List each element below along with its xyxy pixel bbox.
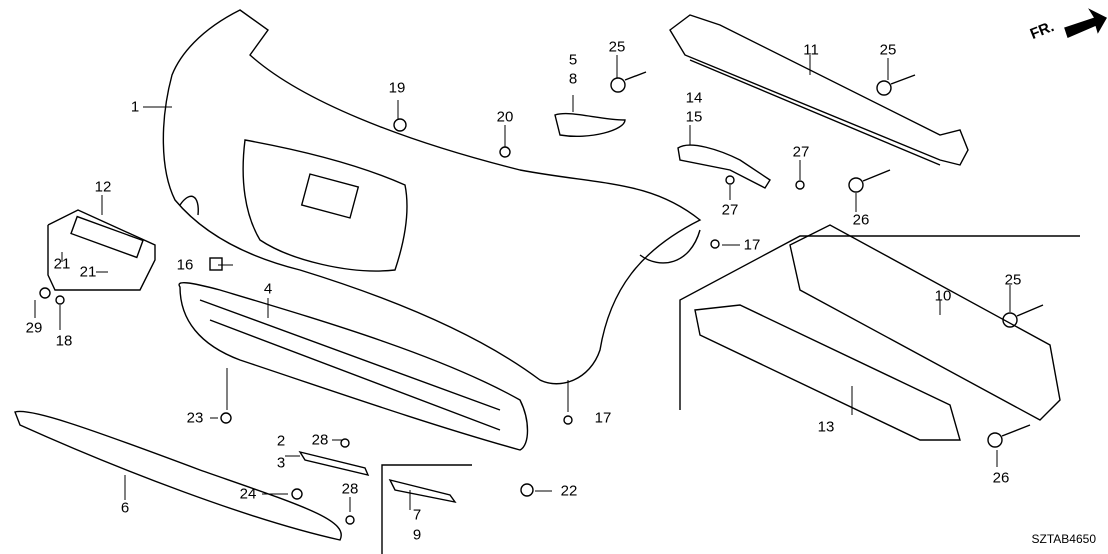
callout-29[interactable]: 29 [25,319,43,337]
callout-1[interactable]: 1 [130,98,140,116]
rear-beam-drawing [669,14,969,166]
side-spacer-drawing [554,112,626,137]
callout-21-right[interactable]: 21 [79,263,97,281]
callout-26-lower[interactable]: 26 [992,469,1010,487]
absorber-panel-drawing [679,224,1080,441]
callout-17-upper[interactable]: 17 [743,236,761,254]
lower-grille-drawing [178,282,529,451]
callout-14[interactable]: 14 [685,89,703,107]
callout-27-right[interactable]: 27 [792,143,810,161]
callout-22[interactable]: 22 [560,482,578,500]
fastener-drawings [39,71,1044,525]
callout-21-left[interactable]: 21 [53,255,71,273]
callout-20[interactable]: 20 [496,108,514,126]
callout-9[interactable]: 9 [412,526,422,544]
front-direction-arrow-icon [1064,8,1107,38]
reflector-drawing [388,478,457,504]
reflector-drawing [298,450,370,477]
license-plate-base-drawing [47,209,156,291]
callout-16[interactable]: 16 [176,256,194,274]
callout-26-upper[interactable]: 26 [852,211,870,229]
drawing-code: SZTAB4650 [1031,532,1096,546]
callout-25-top[interactable]: 25 [608,38,626,56]
callout-18[interactable]: 18 [55,332,73,350]
callout-23[interactable]: 23 [186,409,204,427]
callout-28-upper[interactable]: 28 [311,431,329,449]
callout-3[interactable]: 3 [276,454,286,472]
callout-27-lower[interactable]: 27 [721,201,739,219]
callout-7[interactable]: 7 [412,506,422,524]
callout-11[interactable]: 11 [803,41,819,59]
callout-19[interactable]: 19 [388,79,406,97]
callout-17-lower[interactable]: 17 [594,409,612,427]
side-bracket-drawing [677,144,771,189]
callout-2[interactable]: 2 [276,432,286,450]
callout-15[interactable]: 15 [685,108,703,126]
callout-25-right[interactable]: 25 [879,41,897,59]
callout-25-lower[interactable]: 25 [1004,271,1022,289]
callout-5[interactable]: 5 [568,51,578,69]
callout-12[interactable]: 12 [94,178,112,196]
callout-8[interactable]: 8 [568,70,578,88]
callout-4[interactable]: 4 [263,280,273,298]
callout-10[interactable]: 10 [934,287,952,305]
callout-13[interactable]: 13 [817,418,835,436]
leader-lines [34,55,1011,512]
bumper-face-drawing [162,9,702,385]
callout-6[interactable]: 6 [120,499,130,517]
reflector-box-outline [381,464,472,554]
lower-garnish-drawing [14,410,342,541]
callout-24[interactable]: 24 [239,485,257,503]
callout-28-lower[interactable]: 28 [341,480,359,498]
